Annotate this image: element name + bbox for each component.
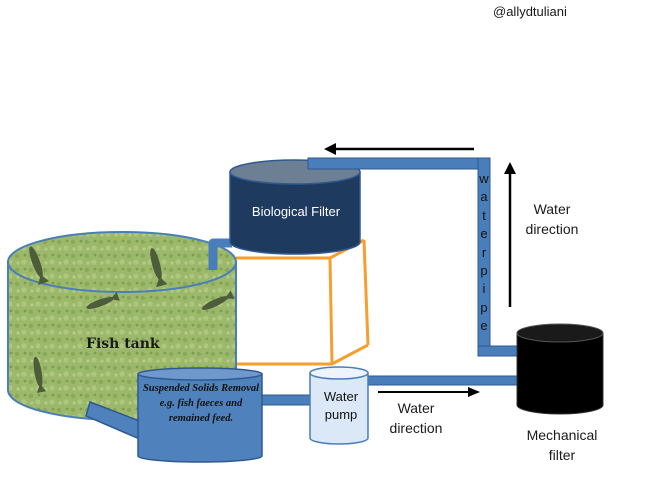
fish-icons <box>29 246 235 393</box>
pipe-to-mech-filter <box>477 345 523 357</box>
water-pipe-letter: p <box>480 263 488 279</box>
mechanical-filter-label: Mechanical filter <box>526 427 598 463</box>
water-pipe-letter: e <box>480 318 488 334</box>
water-direction-label-top: Water direction <box>525 201 579 237</box>
water-pipe-letter: p <box>480 299 488 315</box>
solids-removal-label: Suspended Solids Removal e.g. fish faece… <box>142 383 260 424</box>
water-pipe-letter: a <box>480 189 488 205</box>
water-pipe-letter: i <box>482 281 486 297</box>
fish-tank-label: Fish tank <box>86 336 160 352</box>
water-pipe-letter: r <box>481 244 487 260</box>
biological-filter-label: Biological Filter <box>251 204 341 219</box>
water-direction-label-bottom: Water direction <box>389 400 443 436</box>
flow-arrow-top-left <box>324 143 474 155</box>
pipe-tank-to-bio <box>208 238 232 270</box>
water-pump <box>309 366 369 445</box>
water-pipe-letter: w <box>479 171 489 186</box>
pipe-pump-to-mech <box>367 375 521 386</box>
pipe-solids-to-pump <box>261 394 313 406</box>
flow-arrow-up <box>504 162 516 307</box>
author-credit: @allydtuliani <box>493 4 567 19</box>
water-pipe-letter: t <box>482 207 486 223</box>
mechanical-filter <box>516 323 604 415</box>
water-pipe-letter: e <box>480 226 488 242</box>
flow-arrow-right <box>378 387 480 397</box>
top-pipe <box>307 157 491 170</box>
solids-removal-unit <box>85 367 263 463</box>
water-pump-label: Water pump <box>323 389 359 422</box>
filter-stand <box>236 238 370 366</box>
